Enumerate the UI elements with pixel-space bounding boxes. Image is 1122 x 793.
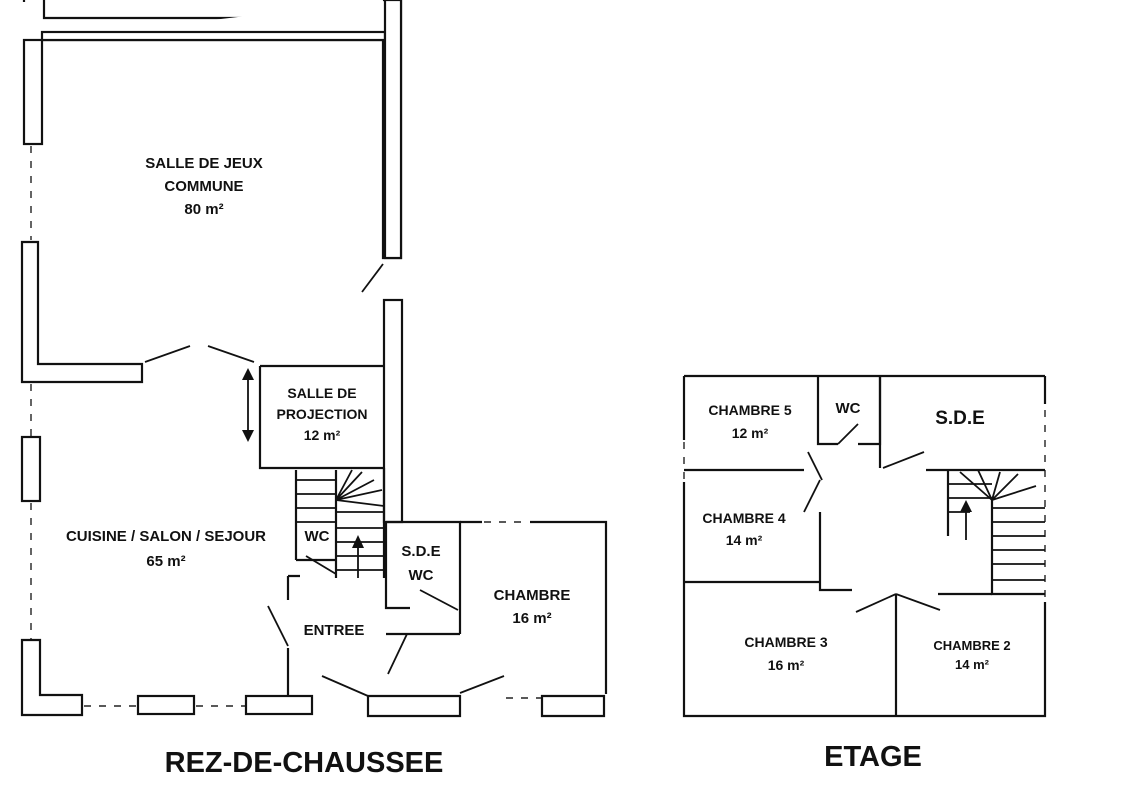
chambre4-area: 14 m² <box>726 532 763 548</box>
wall-right-middle <box>382 298 404 524</box>
cuisine-label: CUISINE / SALON / SEJOUR <box>66 528 266 545</box>
chambre5-label: CHAMBRE 5 <box>708 402 791 418</box>
upper-wc-label: WC <box>836 400 861 417</box>
window-left <box>20 435 42 503</box>
salle-de-jeux-area: 80 m² <box>184 201 223 218</box>
upper-sde-label: S.D.E <box>935 408 985 429</box>
chambre2-area: 14 m² <box>955 657 990 672</box>
salle-de-jeux-label-2: COMMUNE <box>164 178 243 195</box>
sde-wc-label-2: WC <box>409 567 434 584</box>
wall-salle-jeux-top <box>40 30 387 42</box>
wall-right-upper <box>383 0 403 260</box>
chambre-label: CHAMBRE <box>494 587 571 604</box>
wall-left-L <box>20 240 144 384</box>
ground-floor-title: REZ-DE-CHAUSSEE <box>165 747 444 779</box>
salle-projection-label-2: PROJECTION <box>276 406 367 422</box>
chambre3-area: 16 m² <box>768 657 805 673</box>
salle-projection-area: 12 m² <box>304 427 341 443</box>
salle-de-jeux-label-1: SALLE DE JEUX <box>145 155 263 172</box>
wall-left-upper <box>22 38 44 146</box>
ground-floor-plan <box>20 0 608 718</box>
chambre5-area: 12 m² <box>732 425 769 441</box>
wall-bottom-left <box>20 638 84 717</box>
chambre3-label: CHAMBRE 3 <box>744 634 827 650</box>
cuisine-area: 65 m² <box>146 553 185 570</box>
upper-floor-plan <box>682 374 1047 718</box>
entree-label: ENTREE <box>304 622 365 639</box>
upper-floor-title: ETAGE <box>824 741 922 773</box>
salle-projection-label-1: SALLE DE <box>287 385 356 401</box>
chambre-area: 16 m² <box>512 610 551 627</box>
chambre4-label: CHAMBRE 4 <box>702 510 785 526</box>
chambre2-label: CHAMBRE 2 <box>933 638 1010 653</box>
wc-label: WC <box>305 528 330 545</box>
sde-wc-label-1: S.D.E <box>401 543 440 560</box>
